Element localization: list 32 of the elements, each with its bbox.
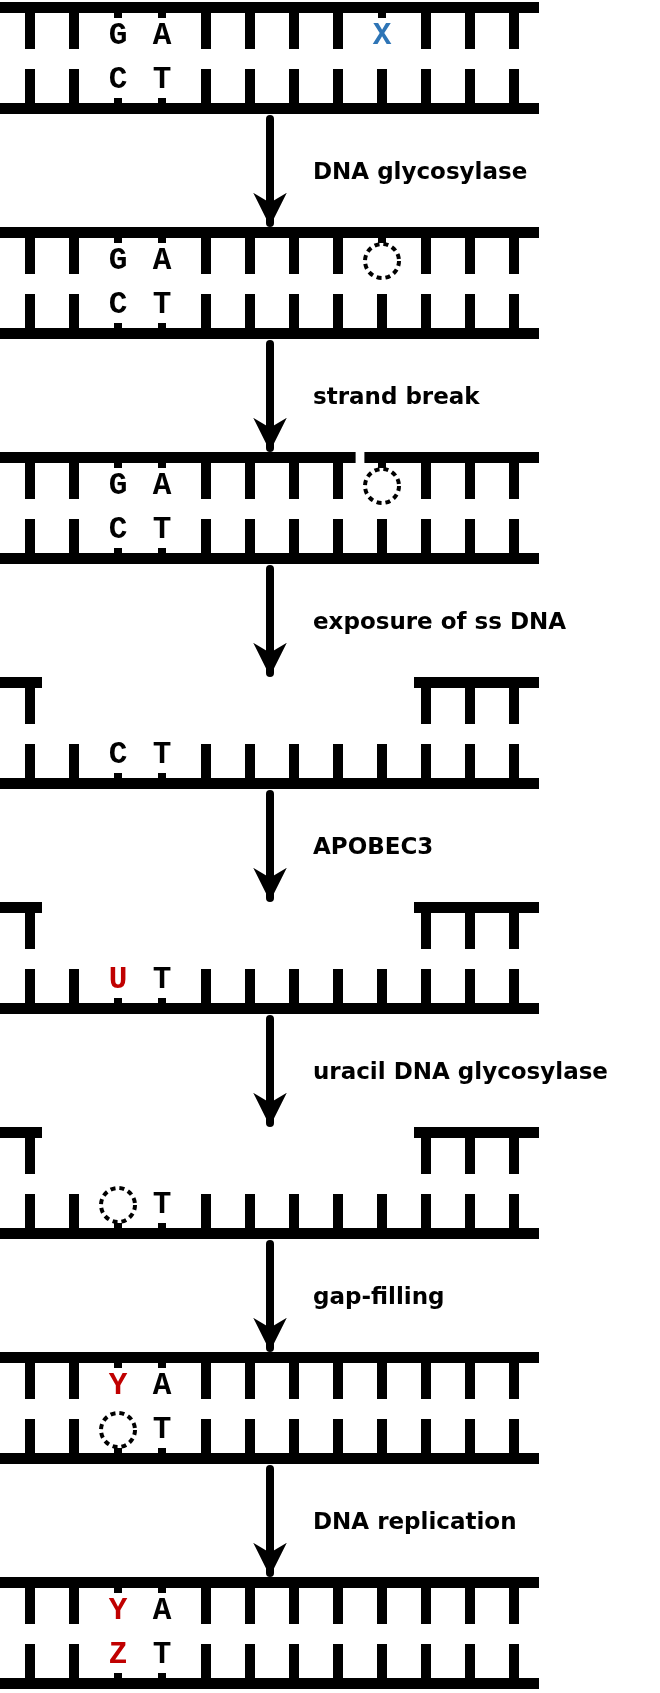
base-letter: A	[151, 20, 173, 51]
arrow	[253, 340, 287, 452]
base-letter: C	[107, 289, 129, 320]
base-letter: T	[151, 64, 173, 95]
base-letter: C	[107, 514, 129, 545]
base-letter: U	[107, 964, 129, 995]
base-letter: T	[151, 289, 173, 320]
base-letter: T	[151, 964, 173, 995]
arrow	[253, 1015, 287, 1127]
base-letter: G	[107, 470, 129, 501]
base-letter: C	[107, 739, 129, 770]
base-letter: Y	[107, 1370, 129, 1401]
base-letter: T	[151, 1189, 173, 1220]
base-letter: A	[151, 1595, 173, 1626]
arrow	[253, 565, 287, 677]
base-letter: A	[151, 1370, 173, 1401]
base-letter: A	[151, 470, 173, 501]
base-letter: C	[107, 64, 129, 95]
arrow	[253, 115, 287, 227]
base-letter: Z	[107, 1639, 129, 1670]
arrow	[253, 1240, 287, 1352]
base-letter: A	[151, 245, 173, 276]
base-letter: Y	[107, 1595, 129, 1626]
arrow	[253, 1465, 287, 1577]
arrow	[253, 790, 287, 902]
base-letter: G	[107, 20, 129, 51]
base-letter: T	[151, 514, 173, 545]
base-letter: X	[371, 20, 393, 51]
base-letter: T	[151, 1639, 173, 1670]
base-letter: G	[107, 245, 129, 276]
base-letter: T	[151, 1414, 173, 1445]
base-letter: T	[151, 739, 173, 770]
